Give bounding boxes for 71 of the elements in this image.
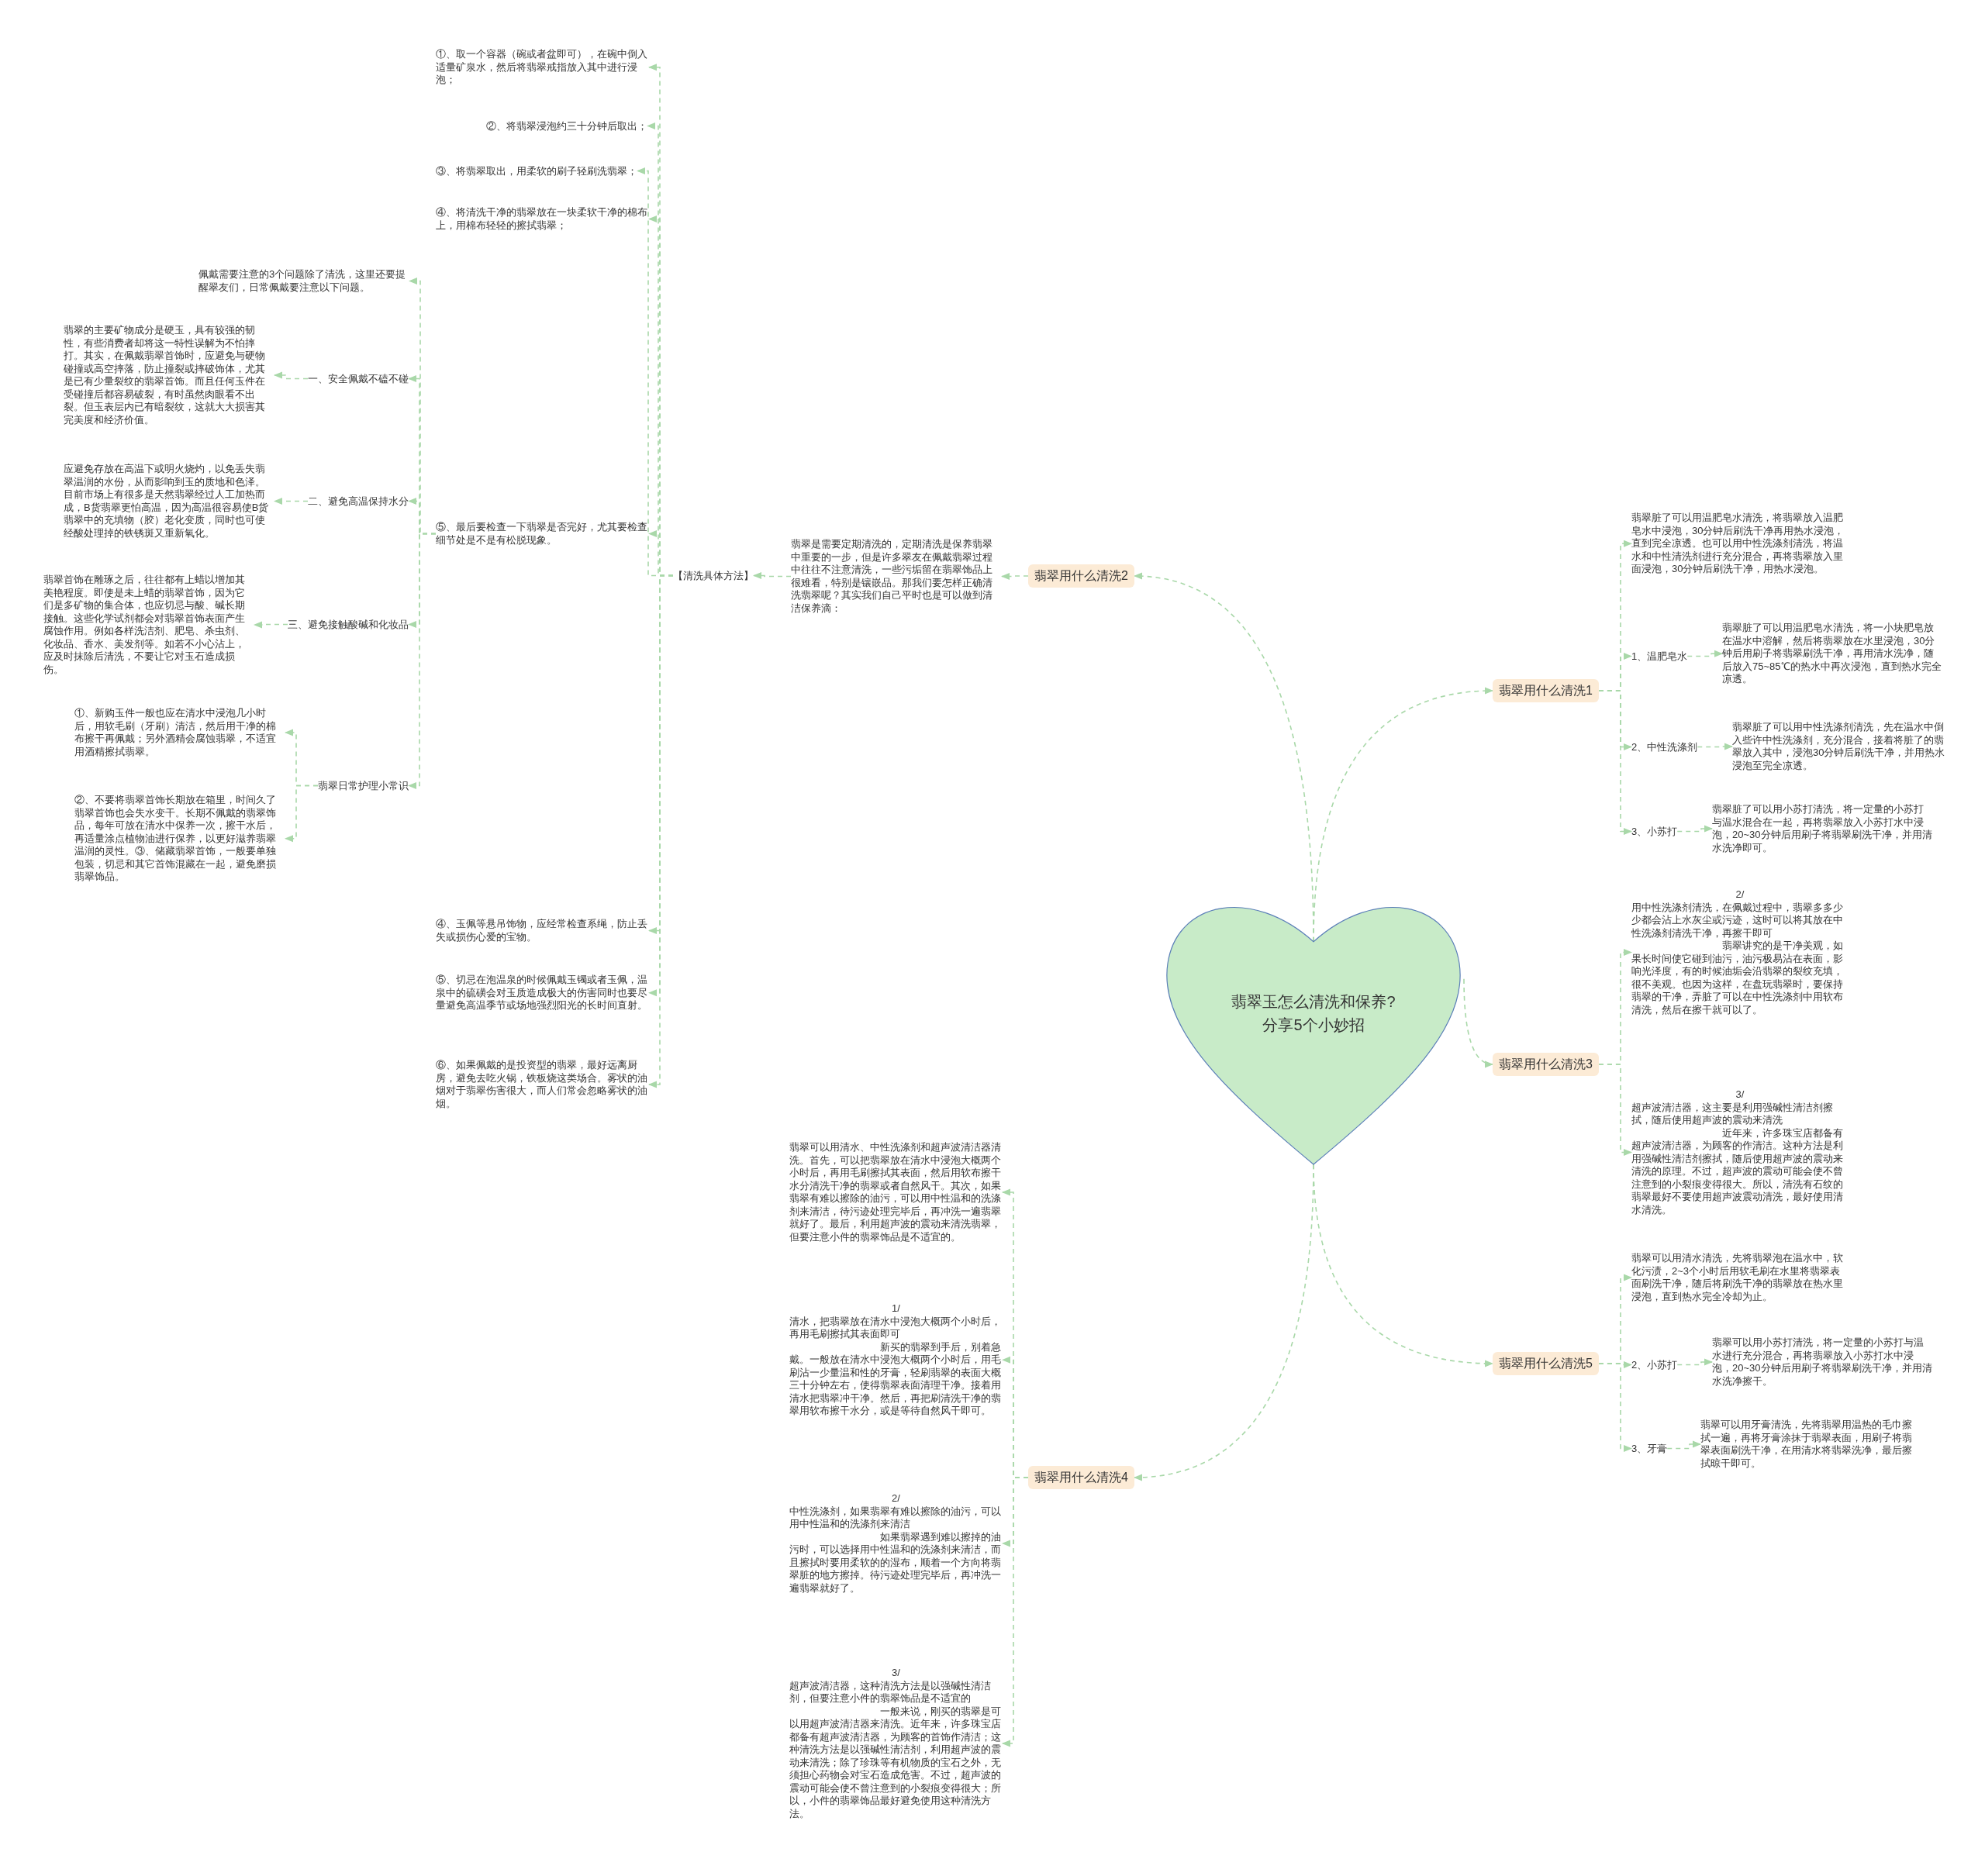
connector-arrow [1676,1358,1714,1366]
subtopic-text: 3、牙膏 [1631,1442,1668,1455]
connector-arrow [273,498,309,505]
subtopic-text: 二、避免高温保持水分 [308,495,409,508]
connector-arrow [1598,690,1633,835]
paragraph-text: 用中性洗涤剂清洗，在佩戴过程中，翡翠多多少少都会沾上水灰尘或污迹，这时可以将其放在中性洗涤剂清洗干净，再擦干即可 [1631,901,1844,940]
paragraph-text: 新买的翡翠到手后，别着急戴。一般放在清水中浸泡大概两个小时后，用毛刷沾一少量温和性的牙膏，轻刷翡翠的表面大概三十分钟左右，使得翡翠表面清理干净。接着用清水把翡翠冲干净。然后，再把刷清洗干净的翡翠用软布擦干水分，或是等待自然风干即可。 [789,1340,1002,1418]
section-number: 1/ [891,1302,901,1316]
paragraph-text: 翡翠可以用小苏打清洗，将一定量的小苏打与温水进行充分混合，再将翡翠放入小苏打水中浸泡，20~30分钟后用刷子将翡翠刷洗干净，并用清水洗净擦干。 [1712,1336,1933,1388]
paragraph-text: 一般来说，刚买的翡翠是可以用超声波清洁器来清洗。近年来，许多珠宝店都备有超声波清洁器，为顾客的首饰作清洁；这种清洗方法是以强碱性清洁剂，利用超声波的震动来清洗；除了珍珠等有机物质的宝石之外，无须担心药物会对宝石造成危害。不过，超声波的震动可能会使不曾注意到的小裂痕变得很大；所以，小件的翡翠饰品最好避免使用这种清洗方法。 [789,1705,1002,1820]
paragraph-text: ①、新购玉件一般也应在清水中浸泡几小时后，用软毛刷（牙刷）清洁，然后用干净的棉布擦干再佩戴；另外酒精会腐蚀翡翠，不适宜用酒精擦拭翡翠。 [74,707,285,758]
paragraph-text: ④、玉佩等悬吊饰物，应经常检查系绳，防止丢失或损伤心爱的宝物。 [436,918,649,943]
paragraph-text: ⑤、切忌在泡温泉的时候佩戴玉镯或者玉佩，温泉中的硫磺会对玉质造成极大的伤害同时也要尽量避免高温季节或场地强烈阳光的长时间直射。 [436,974,649,1012]
connector-arrow [253,621,288,629]
connector-arrow [752,572,792,579]
paragraph-text: 翡翠可以用牙膏清洗，先将翡翠用温热的毛巾擦拭一遍，再将牙膏涂抹于翡翠表面，用刷子将翡翠表面刷洗干净，在用清水将翡翠洗净，最后擦拭晾干即可。 [1700,1419,1921,1470]
topic-box: 翡翠用什么清洗3 [1493,1053,1599,1076]
paragraph-text: 近年来，许多珠宝店都备有超声波清洁器，为顾客的作清洁。这种方法是利用强碱性清洁剂擦拭，随后使用超声波的震动来清洗的原理。不过，超声波的震动可能会使不曾注意到的小裂痕变得很大。所以，清洗有石纹的翡翠最好不要使用超声波震动清洗，最好使用清水清洗。 [1631,1126,1844,1216]
topic-box: 翡翠用什么清洗2 [1028,564,1134,588]
paragraph-text: 翡翠可以用清水、中性洗涤剂和超声波清洁器清洗。首先，可以把翡翠放在清水中浸泡大概两个小时后，再用毛刷擦拭其表面，然后用软布擦干水分清洗干净的翡翠或者自然风干。其次，如果翡翠有难以擦除的油污，可以用中性温和的洗涤剂来清洁，待污迹处理完毕后，再冲洗一遍翡翠就好了。最后，利用超声波的震动来清洗翡翠，但要注意小件的翡翠饰品是不适宜的。 [789,1141,1003,1243]
subtopic-text: 1、温肥皂水 [1631,650,1688,663]
paragraph-text: 翡翠可以用清水清洗，先将翡翠泡在温水中，软化污渍，2~3个小时后用软毛刷在水里将翡翠表面刷洗干净，随后将刷洗干净的翡翠放在热水里浸泡，直到热水完全冷却为止。 [1631,1252,1849,1303]
subtopic-text: 三、避免接触酸碱和化妆品 [288,618,409,631]
paragraph-text: ⑤、最后要检查一下翡翠是否完好，尤其要检查细节处是不是有松脱现象。 [436,521,649,547]
connector-arrow [273,371,309,380]
central-topic-text: 翡翠玉怎么清洗和保养?分享5个小妙招 [1231,991,1396,1035]
paragraph-text: 翡翠的主要矿物成分是硬玉，具有较强的韧性，有些消费者却将这一特性误解为不怕摔打。其实，在佩戴翡翠首饰时，应避免与硬物碰撞或高空摔落，防止撞裂或摔破饰体，尤其是已有少量裂纹的翡翠首饰。而且任何玉件在受碰撞后都容易破裂，有时虽然肉眼看不出裂。但玉表层内已有暗裂纹，这就大大损害其完美度和经济价值。 [64,324,274,426]
paragraph-text: 翡翠是需要定期清洗的，定期清洗是保养翡翠中重要的一步，但是许多翠友在佩戴翡翠过程中往往不注意清洗，一些污垢留在翡翠饰品上很难看，特别是镶嵌品。那我们要怎样正确清洗翡翠呢？其实我们自己平时也是可以做到清洁保养滴： [791,538,1002,615]
connector-arrow [284,785,319,843]
paragraph-text: ④、将清洗干净的翡翠放在一块柔软干净的棉布上，用棉布轻轻的擦拭翡翠； [436,206,649,232]
subtopic-text: 2、中性洗涤剂 [1631,740,1698,754]
connector-arrow [1000,573,1029,580]
paragraph-text: 超声波清洁器，这主要是利用强碱性清洁剂擦拭，随后使用超声波的震动来清洗 [1631,1101,1834,1127]
paragraph-text: ②、不要将翡翠首饰长期放在箱里，时间久了翡翠首饰也会失水变干。长期不佩戴的翡翠饰品，每年可放在清水中保养一次，擦干水后，再适量涂点植物油进行保养，以更好滋养翡翠温润的灵性。③、储藏翡翠首饰，一般要单独包装，切忌和其它首饰混藏在一起，避免磨损翡翠饰品。 [74,794,285,884]
connector-arrow [1676,825,1714,833]
connector-arrow [407,533,437,789]
connector-arrow [1686,650,1724,657]
paragraph-text: 翡翠脏了可以用温肥皂水清洗，将一小块肥皂放在温水中溶解，然后将翡翠放在水里浸泡，30分钟后用刷子将翡翠刷洗干净，再用清水洗净，随后放入75~85℃的热水中再次浸泡，直到热水完全凉透。 [1722,622,1943,686]
subtopic-text: 【清洗具体方法】 [673,569,754,582]
section-number: 3/ [891,1667,901,1680]
subtopic-text: 翡翠日常护理小常识 [318,779,409,792]
subtopic-text: ③、将翡翠取出，用柔软的刷子轻刷洗翡翠； [436,164,637,178]
paragraph-text: 中性洗涤剂，如果翡翠有难以擦除的油污，可以用中性温和的洗涤剂来清洁 [789,1505,1002,1531]
connector-arrow [1463,978,1494,1067]
section-number: 2/ [1735,888,1745,902]
connector-arrow [1598,1064,1633,1156]
paragraph-text: 翡翠脏了可以用小苏打清洗，将一定量的小苏打与温水混合在一起，再将翡翠放入小苏打水中浸泡，20~30分钟后用刷子将翡翠刷洗干净，并用清水洗净即可。 [1712,803,1933,854]
connector-arrow [1697,743,1734,750]
paragraph-text: 清水，把翡翠放在清水中浸泡大概两个小时后，再用毛刷擦拭其表面即可 [789,1315,1002,1341]
paragraph-text: 翡翠首饰在雕琢之后，往往都有上蜡以增加其美艳程度。即使是未上蜡的翡翠首饰，因为它们是多矿物的集合体，也应切忌与酸、碱长期接触。这些化学试剂都会对翡翠首饰表面产生腐蚀作用。例如各样洗洁剂、肥皂、杀虫剂、化妆品、香水、美发剂等。如若不小心沾上，应及时抹除后清洗，不要让它对玉石造成损伤。 [43,574,254,676]
topic-box: 翡翠用什么清洗1 [1493,679,1599,702]
subtopic-text: 一、安全佩戴不磕不碰 [308,372,409,385]
paragraph-text: 如果翡翠遇到难以擦掉的油污时，可以选择用中性温和的洗涤剂来清洁，而且擦拭时要用柔软的的湿布，顺着一个方向将翡翠脏的地方擦掉。待污迹处理完毕后，再冲洗一遍翡翠就好了。 [789,1530,1002,1595]
paragraph-text: ⑥、如果佩戴的是投资型的翡翠，最好远离厨房，避免去吃火锅，铁板烧这类场合。雾状的油烟对于翡翠伤害很大，而人们常会忽略雾状的油烟。 [436,1059,649,1110]
paragraph-text: ①、取一个容器（碗或者盆即可），在碗中倒入适量矿泉水，然后将翡翠戒指放入其中进行浸泡； [436,48,649,87]
subtopic-text: ②、将翡翠浸泡约三十分钟后取出； [486,119,647,133]
topic-box: 翡翠用什么清洗5 [1493,1352,1599,1375]
paragraph-text: 超声波清洁器，这种清洗方法是以强碱性清洁剂，但要注意小件的翡翠饰品是不适宜的 [789,1679,992,1705]
subtopic-text: 2、小苏打 [1631,1358,1678,1371]
section-number: 2/ [891,1492,901,1505]
paragraph-text: 应避免存放在高温下或明火烧灼，以免丢失翡翠温润的水份，从而影响到玉的质地和色泽。目前市场上有很多是天然翡翠经过人工加热而成，B货翡翠更怕高温，因为高温很容易使B货翡翠中的充填物（胶）老化变质，同时也可使经酸处理掉的铁锈斑又重新氧化。 [64,463,274,540]
topic-box: 翡翠用什么清洗4 [1028,1466,1134,1489]
connector-arrow [647,574,674,1088]
paragraph-text: 佩戴需要注意的3个问题除了清洗，这里还要提醒翠友们，日常佩戴要注意以下问题。 [198,268,409,294]
connector-arrow [1666,1440,1702,1450]
paragraph-text: 翡翠讲究的是干净美观，如果长时间使它碰到油污，油污极易沾在表面，影响光泽度，有的时候油垢会沿翡翠的裂纹充填，很不美观。也因为这样，在盘玩翡翠时，要保持翡翠的干净，弄脏了可以在中性洗涤剂中用软布清洗，然后在擦干就可以了。 [1631,940,1844,1016]
paragraph-text: 翡翠脏了可以用中性洗涤剂清洗，先在温水中倒入些许中性洗涤剂，充分混合，接着将脏了的翡翠放入其中，浸泡30分钟后刷洗干净，并用热水浸泡至完全凉透。 [1732,721,1953,772]
paragraph-text: 翡翠脏了可以用温肥皂水清洗，将翡翠放入温肥皂水中浸泡，30分钟后刷洗干净再用热水浸泡，直到完全凉透。也可以用中性洗涤剂清洗，将温水和中性清洗剂进行充分混合，再将翡翠放入里面浸泡，30分钟后刷洗干净，用热水浸泡。 [1631,512,1849,576]
connector-arrow [1133,1164,1314,1481]
section-number: 3/ [1735,1088,1745,1102]
subtopic-text: 3、小苏打 [1631,825,1678,838]
